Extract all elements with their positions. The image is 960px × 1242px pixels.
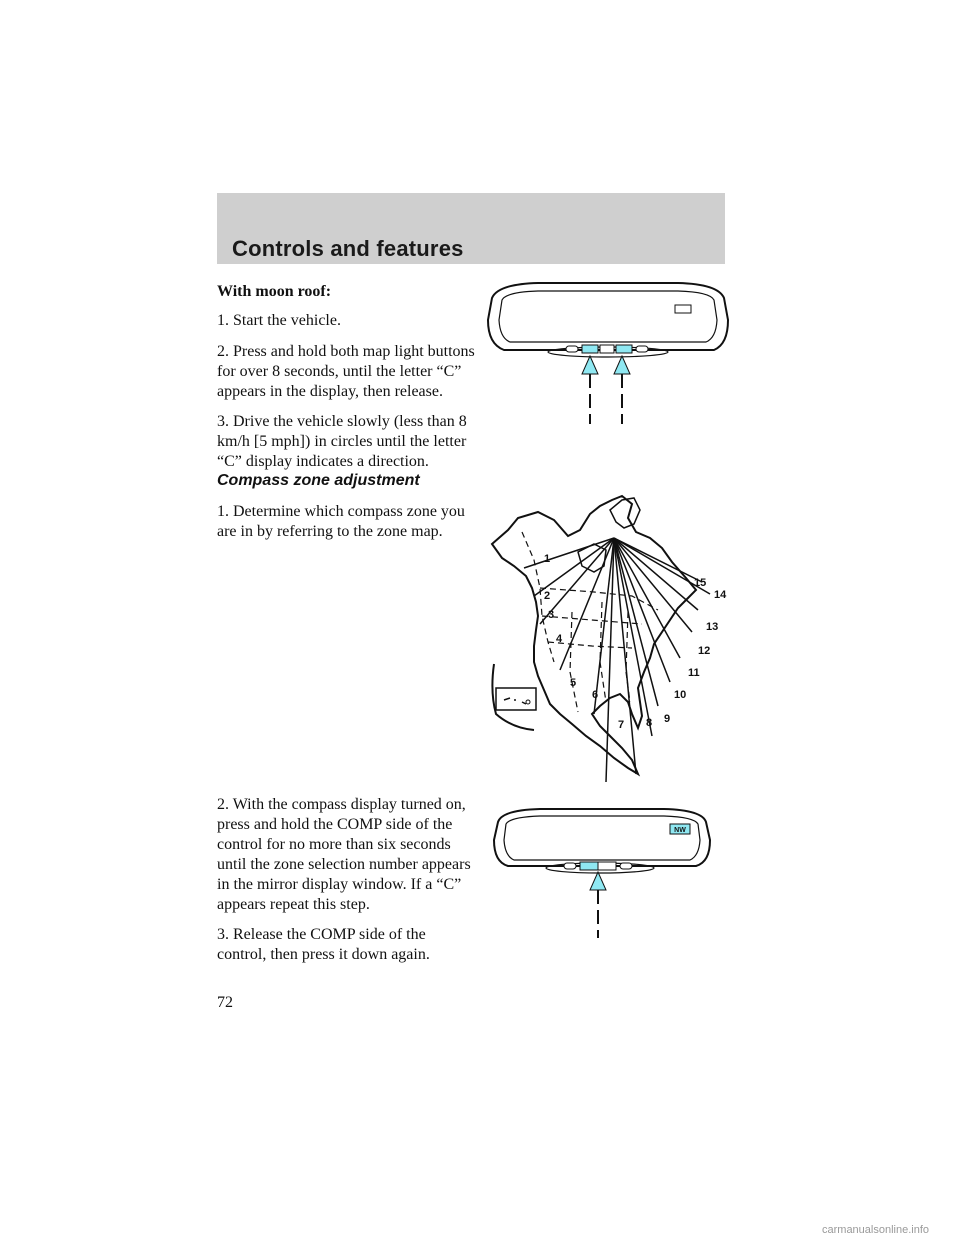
mirror-glass bbox=[498, 290, 718, 343]
page-number: 72 bbox=[217, 994, 233, 1011]
step-3-drive-in-circles: 3. Drive the vehicle slowly (less than 8… bbox=[217, 413, 467, 470]
inset-box bbox=[495, 687, 537, 711]
watermark: carmanualsonline.info bbox=[822, 1224, 930, 1236]
zone-label: 6 bbox=[592, 689, 598, 701]
inset-island-dot bbox=[525, 699, 531, 705]
zone-step-2-press-comp: 2. With the compass display turned on, p… bbox=[217, 796, 471, 913]
zone-label: 12 bbox=[698, 645, 710, 657]
zone-label: 13 bbox=[706, 621, 718, 633]
zone-label: 5 bbox=[570, 677, 576, 689]
mirror-glass bbox=[503, 815, 701, 861]
greenland-outline bbox=[609, 497, 641, 529]
zone-label: 11 bbox=[688, 667, 700, 679]
section-heading-compass-zone: Compass zone adjustment bbox=[217, 472, 420, 489]
mirror-side-button-right bbox=[635, 345, 649, 353]
inset-islands bbox=[503, 697, 527, 705]
zone-label: 9 bbox=[664, 713, 670, 725]
step-1-start-vehicle: 1. Start the vehicle. bbox=[217, 312, 341, 329]
control-right-side bbox=[597, 861, 617, 871]
map-light-button-left bbox=[581, 344, 599, 354]
section-heading-moon-roof: With moon roof: bbox=[217, 283, 332, 300]
zone-label: 10 bbox=[674, 689, 686, 701]
mirror-display-window bbox=[674, 304, 692, 314]
zone-label: 2 bbox=[544, 590, 550, 602]
zone-labels: 1 2 3 4 5 6 7 8 9 10 11 12 13 14 15 bbox=[544, 553, 727, 731]
arrow-right bbox=[613, 354, 631, 424]
mirror-map-light-figure bbox=[486, 282, 730, 424]
mirror-center-button bbox=[599, 344, 615, 354]
page-title: Controls and features bbox=[232, 236, 464, 261]
map-light-button-right bbox=[615, 344, 633, 354]
mirror-comp-control-figure: NW bbox=[492, 808, 712, 938]
pacific-arc bbox=[491, 663, 535, 731]
mirror-side-button-left bbox=[563, 862, 577, 870]
compass-zone-map: 1 2 3 4 5 6 7 8 9 10 11 12 13 14 15 bbox=[490, 494, 727, 783]
zone-label: 3 bbox=[548, 609, 554, 621]
mirror-side-button-right bbox=[619, 862, 633, 870]
step-2-press-map-light-buttons: 2. Press and hold both map light buttons… bbox=[217, 343, 475, 400]
zone-label: 4 bbox=[556, 633, 563, 645]
zone-label: 1 bbox=[544, 553, 550, 565]
arrow-left bbox=[581, 354, 599, 424]
zone-rays bbox=[523, 537, 711, 783]
mirror-side-button-left bbox=[565, 345, 579, 353]
north-america-outline bbox=[490, 494, 698, 777]
compass-display-window bbox=[669, 823, 691, 835]
arrow-comp bbox=[589, 870, 607, 938]
zone-label: 15 bbox=[694, 577, 706, 589]
zone-label: 14 bbox=[714, 589, 727, 601]
zone-step-3-release-comp: 3. Release the COMP side of the control,… bbox=[217, 926, 430, 963]
comp-control bbox=[579, 861, 599, 871]
zone-label: 8 bbox=[646, 717, 652, 729]
compass-direction: NW bbox=[674, 827, 686, 834]
header-band bbox=[217, 193, 725, 264]
zone-step-1-determine-zone: 1. Determine which compass zone you are … bbox=[217, 503, 465, 540]
mirror-outer-outline bbox=[492, 808, 712, 867]
mirror-outer-outline bbox=[486, 282, 730, 351]
zone-label: 7 bbox=[618, 719, 624, 731]
